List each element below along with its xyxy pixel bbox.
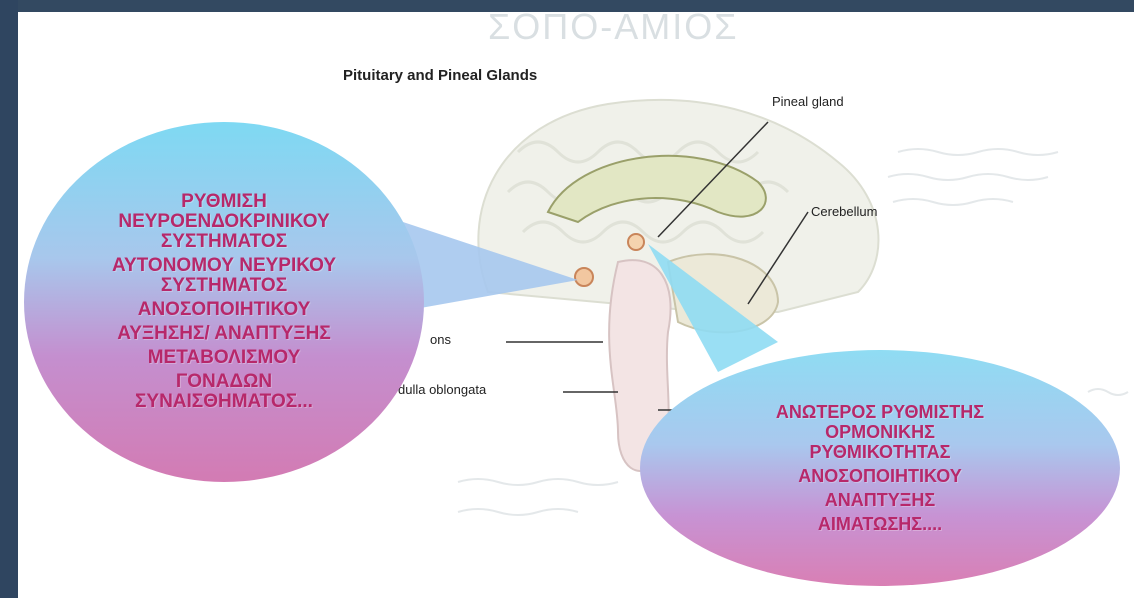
left-bubble-line: ΜΕΤΑΒΟΛΙΣΜΟΥ (148, 348, 301, 368)
right-bubble-line: ΑΝΩΤΕΡΟΣ ΡΥΘΜΙΣΤΗΣ (776, 402, 984, 422)
left-bubble: ΡΥΘΜΙΣΗ ΝΕΥΡΟΕΝΔΟΚΡΙΝΙΚΟΥ ΣΥΣΤΗΜΑΤΟΣ ΑΥΤ… (24, 122, 424, 482)
left-bubble-line: ΝΕΥΡΟΕΝΔΟΚΡΙΝΙΚΟΥ (118, 212, 329, 232)
left-bubble-line: ΣΥΝΑΙΣΘΗΜΑΤΟΣ... (135, 392, 313, 412)
medulla-label: dulla oblongata (398, 382, 486, 397)
right-bubble-line: ΡΥΘΜΙΚΟΤΗΤΑΣ (810, 442, 951, 462)
left-bubble-line: ΑΝΟΣΟΠΟΙΗΤΙΚΟΥ (138, 300, 311, 320)
left-bubble-line: ΑΥΞΗΣΗΣ/ ΑΝΑΠΤΥΞΗΣ (117, 324, 331, 344)
right-bubble-line: ΑΝΑΠΤΥΞΗΣ (825, 490, 935, 510)
cerebellum-label: Cerebellum (811, 204, 877, 219)
right-bubble: ΑΝΩΤΕΡΟΣ ΡΥΘΜΙΣΤΗΣ ΟΡΜΟΝΙΚΗΣ ΡΥΘΜΙΚΟΤΗΤΑ… (640, 350, 1120, 586)
left-bubble-line: ΑΥΤΟΝΟΜΟΥ ΝΕΥΡΙΚΟΥ (112, 256, 336, 276)
pons-label: ons (430, 332, 451, 347)
pineal-gland-label: Pineal gland (772, 94, 844, 109)
figure-title: Pituitary and Pineal Glands (343, 67, 537, 84)
frame-left-border (0, 0, 18, 598)
right-bubble-line: ΟΡΜΟΝΙΚΗΣ (825, 422, 935, 442)
left-bubble-line: ΓΟΝΑΔΩΝ (176, 372, 272, 392)
right-bubble-line: ΑΙΜΑΤΩΣΗΣ.... (818, 514, 942, 534)
left-bubble-line: ΡΥΘΜΙΣΗ (181, 192, 267, 212)
slide: ΣΟΠΟ-ΑΜΙΟΣ (18, 12, 1134, 598)
left-bubble-line: ΣΥΣΤΗΜΑΤΟΣ (161, 232, 287, 252)
left-bubble-line: ΣΥΣΤΗΜΑΤΟΣ (161, 276, 287, 296)
frame-top-border (0, 0, 1134, 12)
right-bubble-line: ΑΝΟΣΟΠΟΙΗΤΙΚΟΥ (798, 466, 961, 486)
